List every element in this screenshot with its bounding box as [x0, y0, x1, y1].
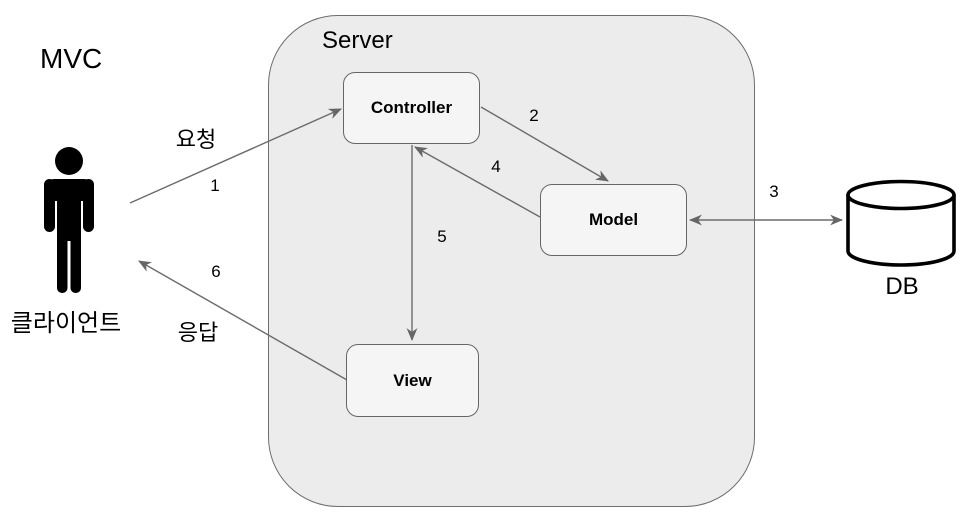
edge-model-to-controller-number: 4 — [491, 157, 501, 176]
edge-model-db-number: 3 — [769, 182, 779, 201]
server-label: Server — [322, 27, 393, 54]
node-view: View — [346, 344, 479, 417]
edge-controller-to-model-number: 2 — [529, 106, 539, 125]
edge-request-number: 1 — [210, 176, 220, 195]
client-label: 클라이언트 — [10, 310, 122, 337]
controller-label: Controller — [370, 98, 453, 117]
database-icon — [846, 179, 956, 267]
diagram-title: MVC — [40, 43, 103, 74]
model-label: Model — [588, 210, 639, 229]
edge-controller-to-model-arrow — [480, 106, 609, 182]
node-controller: Controller — [343, 72, 480, 144]
db-label: DB — [885, 273, 919, 300]
edge-controller-to-view-number: 5 — [437, 227, 447, 246]
node-model: Model — [540, 184, 687, 256]
edge-response-arrow — [138, 260, 348, 381]
edge-response-number: 6 — [211, 262, 221, 281]
edge-request-arrow — [129, 108, 342, 204]
view-label: View — [393, 370, 432, 390]
edge-response-label: 응답 — [177, 320, 219, 345]
person-icon — [44, 147, 94, 293]
edge-request-label: 요청 — [175, 127, 217, 152]
edge-model-to-controller-arrow — [414, 146, 541, 218]
